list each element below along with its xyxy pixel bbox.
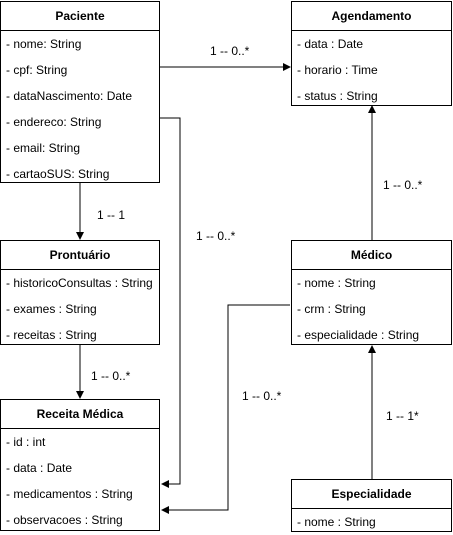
- attribute: - nome : String: [297, 276, 376, 290]
- class-especialidade[interactable]: Especialidade - nome : String: [291, 479, 452, 532]
- attribute: - endereco: String: [6, 115, 102, 129]
- class-medico[interactable]: Médico - nome : String - crm : String - …: [291, 240, 452, 345]
- attribute: - cpf: String: [6, 63, 68, 77]
- attribute: - status : String: [297, 89, 378, 103]
- attribute: - data : Date: [6, 461, 73, 475]
- class-title: Prontuário: [1, 241, 159, 270]
- class-title: Médico: [292, 241, 451, 270]
- attribute: - especialidade : String: [297, 328, 420, 342]
- label-medico-agendamento: 1 -- 0..*: [383, 178, 423, 192]
- label-medico-receita: 1 -- 0..*: [242, 389, 282, 403]
- class-title: Paciente: [1, 2, 159, 31]
- attribute: - dataNascimento: Date: [6, 89, 133, 103]
- label-paciente-receita: 1 -- 0..*: [196, 229, 236, 243]
- attribute: - nome: String: [6, 37, 82, 51]
- class-title: Receita Médica: [1, 400, 159, 429]
- edge-paciente-receita: [160, 117, 181, 488]
- attribute: - id : int: [6, 435, 46, 449]
- attribute: - historicoConsultas : String: [6, 276, 153, 290]
- attribute: - receitas : String: [6, 328, 97, 342]
- attribute: - email: String: [6, 141, 81, 155]
- class-agendamento[interactable]: Agendamento - data : Date - horario : Ti…: [291, 1, 452, 106]
- class-title: Especialidade: [292, 480, 451, 509]
- attribute: - nome : String: [297, 515, 376, 529]
- attribute: - observacoes : String: [6, 513, 123, 527]
- attribute: - crm : String: [297, 302, 366, 316]
- label-paciente-agendamento: 1 -- 0..*: [210, 44, 250, 58]
- attribute: - data : Date: [297, 37, 364, 51]
- attribute: - exames : String: [6, 302, 97, 316]
- class-prontuario[interactable]: Prontuário - historicoConsultas : String…: [0, 240, 160, 345]
- edge-medico-receita: [161, 304, 290, 514]
- attribute: - cartaoSUS: String: [6, 167, 110, 181]
- label-especialidade-medico: 1 -- 1*: [386, 409, 419, 423]
- label-prontuario-receita: 1 -- 0..*: [91, 369, 131, 383]
- attribute: - medicamentos : String: [6, 487, 133, 501]
- label-paciente-prontuario: 1 -- 1: [97, 208, 126, 222]
- attribute: - horario : Time: [297, 63, 378, 77]
- class-title: Agendamento: [292, 2, 451, 31]
- class-paciente[interactable]: Paciente - nome: String - cpf: String - …: [0, 1, 160, 183]
- class-receita-medica[interactable]: Receita Médica - id : int - data : Date …: [0, 399, 160, 531]
